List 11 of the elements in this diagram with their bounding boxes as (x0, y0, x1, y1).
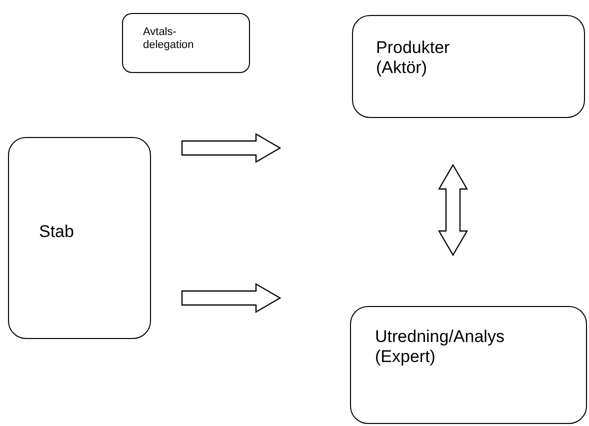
box-label: Stab (39, 222, 74, 242)
box-label: Produkter (Aktör) (376, 38, 451, 79)
rounded-box (8, 137, 151, 339)
box-label: Avtals-delegation (143, 26, 195, 52)
block-arrow (181, 282, 282, 314)
rounded-box (350, 306, 587, 424)
block-arrow (181, 132, 282, 164)
block-arrow (438, 164, 468, 256)
rounded-box (122, 13, 250, 73)
rounded-box (352, 15, 585, 118)
box-label: Utredning/Analys (Expert) (375, 327, 506, 368)
